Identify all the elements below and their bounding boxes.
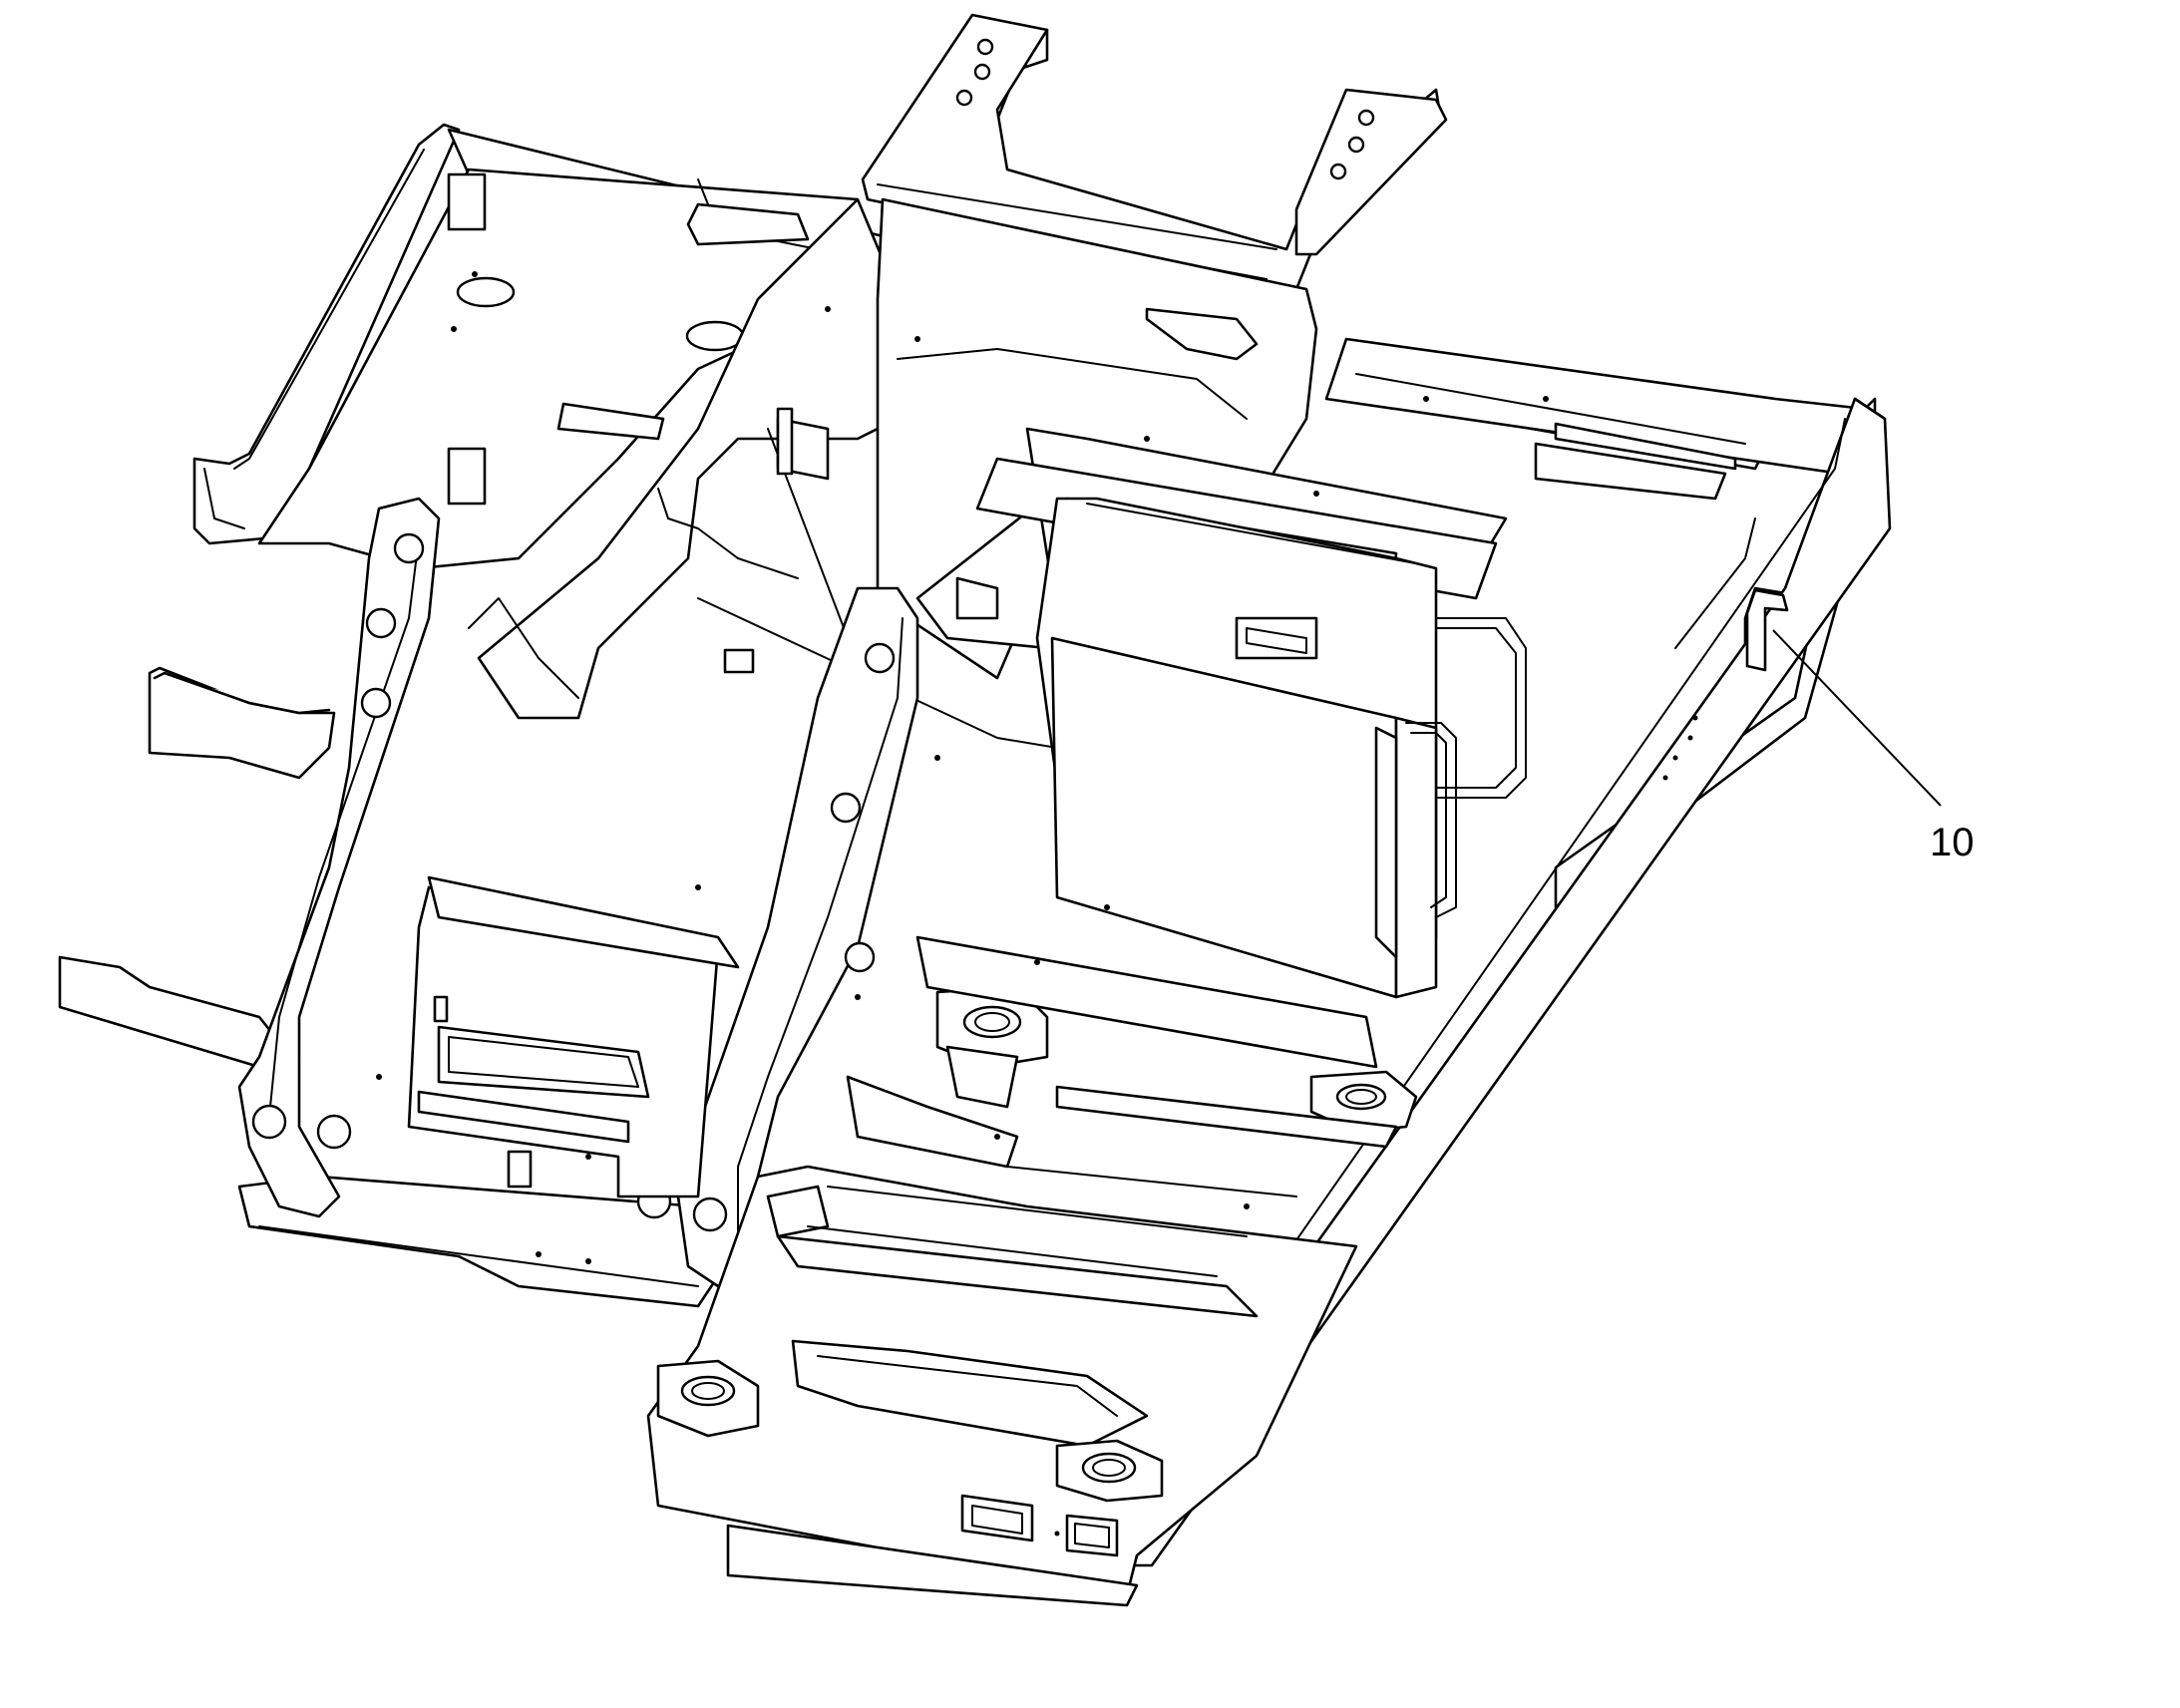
front-frame — [646, 1165, 1358, 1607]
left-lower-beams — [58, 666, 336, 1069]
bracket-item-10 — [1745, 588, 1789, 672]
center-cross-plate — [407, 875, 740, 1198]
upper-rear-frame — [861, 13, 1448, 291]
lower-floor-pan — [237, 1175, 740, 1308]
callout-leader-line — [1772, 629, 1942, 807]
left-boom-mount-plate — [237, 497, 441, 1218]
lower-cross-members — [846, 935, 1398, 1197]
callout-label: 10 — [1930, 821, 1975, 864]
right-boom-mount-plate — [636, 586, 919, 1288]
fastener-dots — [376, 271, 1549, 1209]
pipe-loop — [1405, 617, 1527, 918]
callout-10: 10 — [1772, 629, 1975, 864]
rear-floor-plate — [257, 168, 860, 570]
counterweight-box — [915, 427, 1508, 999]
